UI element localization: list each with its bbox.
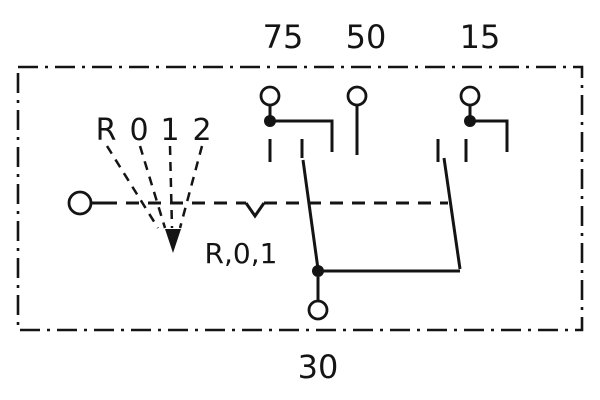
position-label-1: 1 <box>160 113 179 148</box>
arrowhead-icon <box>165 229 181 253</box>
left-wiper <box>301 159 320 270</box>
terminal-15-circle-icon <box>459 85 481 107</box>
fan-line-2 <box>178 145 204 229</box>
active-positions-label: R,0,1 <box>205 237 278 270</box>
terminal-30-label: 30 <box>298 348 339 386</box>
terminal-75-label: 75 <box>263 18 304 56</box>
actuator-circle-icon <box>67 190 93 216</box>
terminal-50 <box>346 85 368 155</box>
position-indicator <box>105 145 204 253</box>
rotary-actuator <box>67 190 448 219</box>
detent-notch-icon <box>244 202 266 219</box>
terminal-15-bracket <box>470 119 509 152</box>
fan-line-1 <box>168 145 174 229</box>
position-label-2: 2 <box>192 113 211 148</box>
terminal-15-label: 15 <box>460 18 501 56</box>
terminal-50-circle-icon <box>346 85 368 107</box>
fan-line-R <box>105 145 160 229</box>
terminal-75-bracket <box>270 119 334 152</box>
position-label-0: 0 <box>129 113 148 148</box>
position-label-R: R <box>96 113 117 148</box>
switch-contacts <box>301 157 462 321</box>
terminal-75 <box>259 85 334 162</box>
terminal-75-circle-icon <box>259 85 281 107</box>
terminal-15 <box>436 85 509 162</box>
terminal-30-circle-icon <box>307 299 329 321</box>
housing-outline <box>16 65 584 332</box>
terminal-50-label: 50 <box>346 18 387 56</box>
right-wiper <box>442 157 462 270</box>
terminal-30-junction-icon <box>312 265 324 277</box>
fan-line-0 <box>138 145 167 229</box>
